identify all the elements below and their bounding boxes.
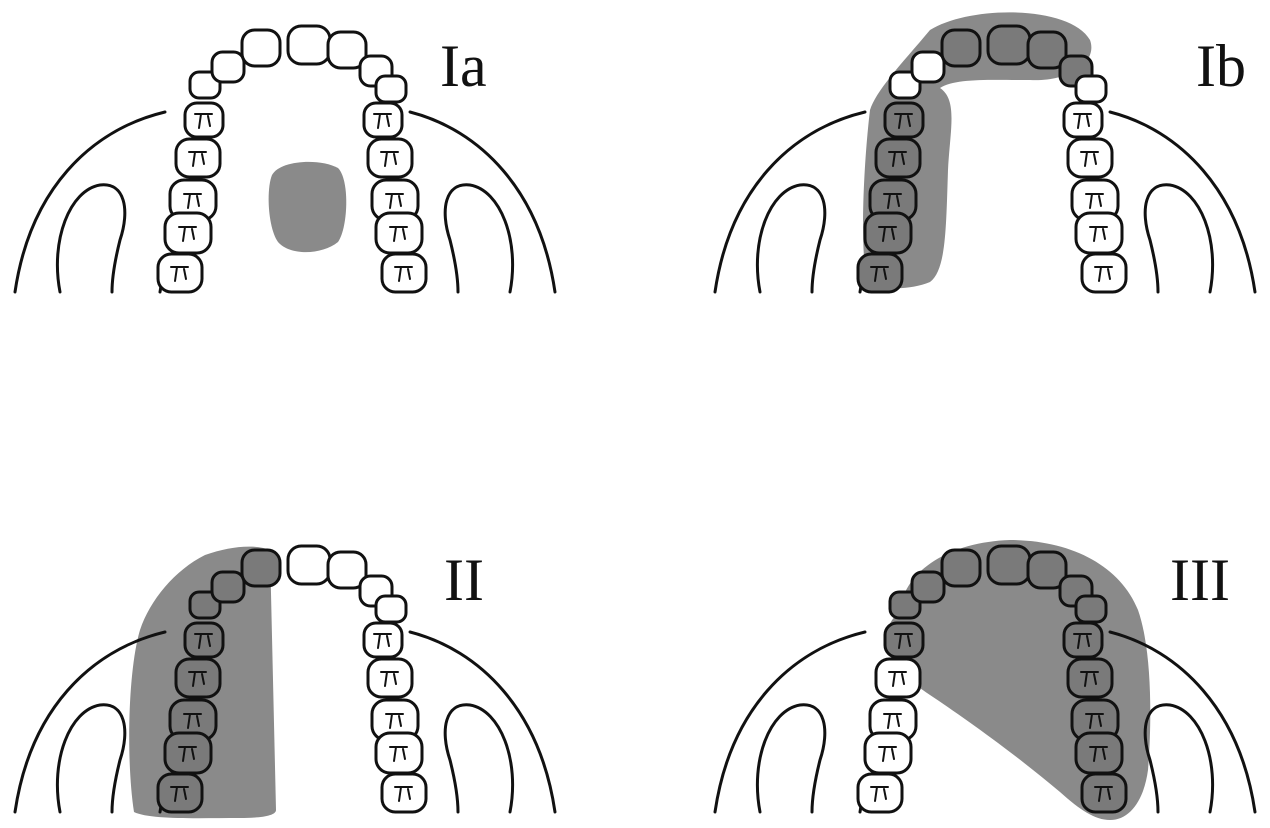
left-palate-contour [715,112,865,292]
tooth [242,30,280,66]
tooth [288,26,330,64]
left-palate-contour [15,112,165,292]
right-tuberosity [445,185,512,292]
tooth [876,659,920,697]
tooth [176,659,220,697]
tooth [376,76,406,102]
tooth [1068,659,1112,697]
tooth [1082,254,1126,292]
tooth [185,103,223,137]
tooth [165,213,211,253]
tooth [382,254,426,292]
tooth [1076,733,1122,773]
tooth [942,30,980,66]
right-palate-contour [410,632,555,812]
dental-arch [158,26,426,292]
tooth [865,733,911,773]
tooth [368,139,412,177]
tooth [912,52,944,82]
tooth [858,774,902,812]
tooth [1082,774,1126,812]
tooth [1076,213,1122,253]
tooth [212,52,244,82]
left-tuberosity [757,185,824,292]
right-palate-contour [410,112,555,292]
tooth [158,774,202,812]
panel-ib [715,12,1255,292]
tooth [376,733,422,773]
tooth [1064,103,1102,137]
tooth [288,546,330,584]
shaded-region [269,162,347,252]
tooth [1068,139,1112,177]
tooth [1064,623,1102,657]
right-tuberosity [445,705,512,812]
tooth [165,733,211,773]
tooth [242,550,280,586]
anatomy-outline [715,112,1255,292]
panel-label-ii: II [444,547,484,613]
tooth [912,572,944,602]
tooth [942,550,980,586]
tooth [376,596,406,622]
tooth [158,254,202,292]
right-tuberosity [1145,185,1212,292]
tooth [382,774,426,812]
left-tuberosity [757,705,824,812]
tooth [364,103,402,137]
right-tuberosity [1145,705,1212,812]
left-tuberosity [57,705,124,812]
anatomy-outline [15,632,555,812]
tooth [368,659,412,697]
panel-label-ib: Ib [1196,33,1246,99]
tooth [865,213,911,253]
tooth [858,254,902,292]
tooth [212,572,244,602]
left-tuberosity [57,185,124,292]
right-palate-contour [1110,112,1255,292]
left-palate-contour [715,632,865,812]
tooth [1076,596,1106,622]
tooth [185,623,223,657]
tooth [876,139,920,177]
panel-label-iii: III [1170,547,1230,613]
tooth [364,623,402,657]
tooth [988,26,1030,64]
tooth [885,103,923,137]
tooth [1076,76,1106,102]
tooth [176,139,220,177]
tooth [376,213,422,253]
tooth [885,623,923,657]
panel-label-ia: Ia [440,33,487,99]
tooth [988,546,1030,584]
